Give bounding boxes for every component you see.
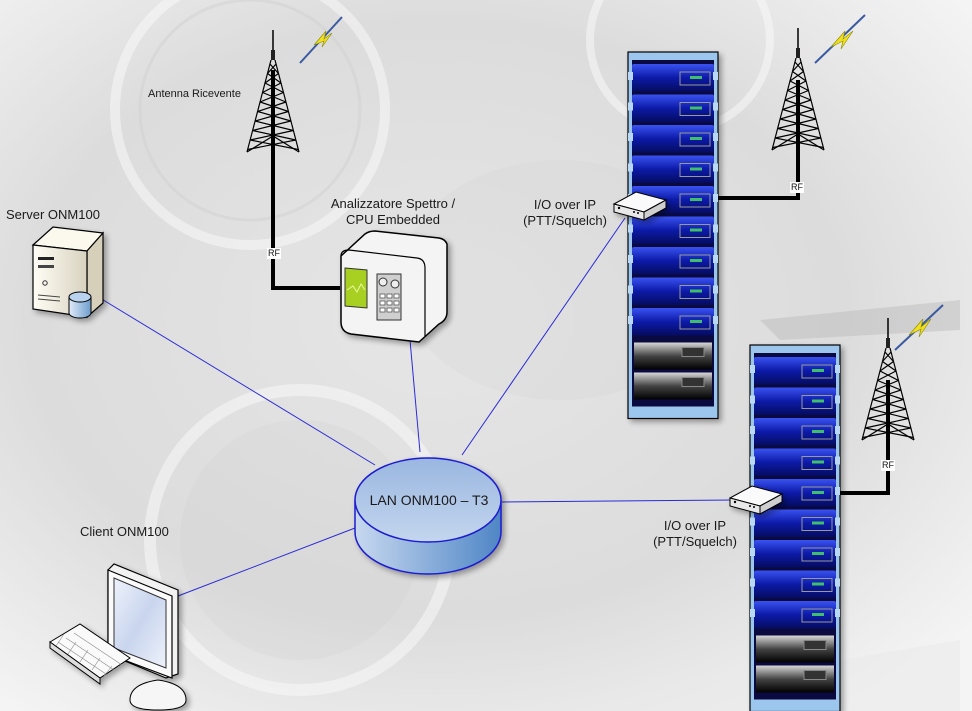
rack-unit-black: [634, 372, 712, 400]
rack-unit: [628, 94, 718, 122]
server-label: Server ONM100: [6, 207, 100, 222]
antenna-tower-icon: [771, 28, 825, 151]
link-io-bottom-lan: [501, 499, 736, 503]
rack-unit: [750, 418, 840, 446]
io-over-ip-device-icon[interactable]: [728, 485, 784, 515]
antenna-ricevente-label: Antenna Ricevente: [148, 88, 241, 100]
rf-label: RF: [267, 248, 281, 259]
client-label: Client ONM100: [80, 524, 169, 539]
rf-cable-top-rack: [715, 80, 800, 200]
client-workstation-icon[interactable]: [49, 563, 187, 711]
rack-unit: [628, 64, 718, 92]
rack-unit: [750, 601, 840, 629]
rack-unit: [750, 387, 840, 415]
rack-unit: [750, 509, 840, 537]
lan-label: LAN ONM100 – T3: [369, 492, 489, 508]
server-rack[interactable]: [749, 344, 841, 711]
rf-label: RF: [881, 460, 895, 471]
io-bottom-label-line1: I/O over IP: [663, 518, 727, 533]
rack-unit: [628, 308, 718, 336]
link-client-lan: [177, 527, 356, 597]
lightning-bolt-icon: [894, 304, 944, 351]
rack-unit-black: [756, 635, 834, 663]
io-over-ip-device-icon[interactable]: [612, 191, 668, 221]
link-analyzer-lan: [409, 339, 421, 453]
rack-unit: [750, 357, 840, 385]
antenna-tower-icon: [246, 30, 300, 153]
io-bottom-label-line2: (PTT/Squelch): [653, 534, 737, 549]
keyboard-icon: [49, 623, 131, 685]
database-icon: [68, 291, 92, 319]
rack-unit: [750, 448, 840, 476]
rack-unit: [628, 216, 718, 244]
rack-unit: [628, 125, 718, 153]
rack-unit: [750, 570, 840, 598]
rack-unit: [750, 540, 840, 568]
analyzer-label-line1: Analizzatore Spettro /: [330, 196, 456, 211]
rf-cable-analyzer: [271, 70, 340, 290]
rack-unit: [628, 155, 718, 183]
io-top-label-line2: (PTT/Squelch): [523, 213, 607, 228]
rack-unit: [628, 277, 718, 305]
rack-unit: [628, 247, 718, 275]
network-links: [94, 217, 736, 597]
link-server-lan: [94, 294, 376, 466]
spectrum-analyzer-icon[interactable]: [340, 230, 448, 343]
analyzer-label-line2: CPU Embedded: [346, 212, 440, 227]
server-icon[interactable]: [31, 226, 105, 319]
rf-cable-bottom-rack: [835, 380, 890, 495]
io-top-label-line1: I/O over IP: [533, 197, 597, 212]
lightning-bolt-icon: [299, 16, 343, 64]
rf-label: RF: [790, 182, 804, 193]
link-io-top-lan: [461, 217, 626, 456]
lightning-bolt-icon: [814, 14, 866, 64]
rack-unit-black: [634, 342, 712, 370]
rack-unit-black: [756, 665, 834, 693]
server-rack[interactable]: [627, 51, 719, 420]
rf-cables: [271, 70, 890, 495]
antenna-tower-icon: [861, 318, 915, 441]
lan-cylinder-icon[interactable]: [354, 457, 502, 575]
